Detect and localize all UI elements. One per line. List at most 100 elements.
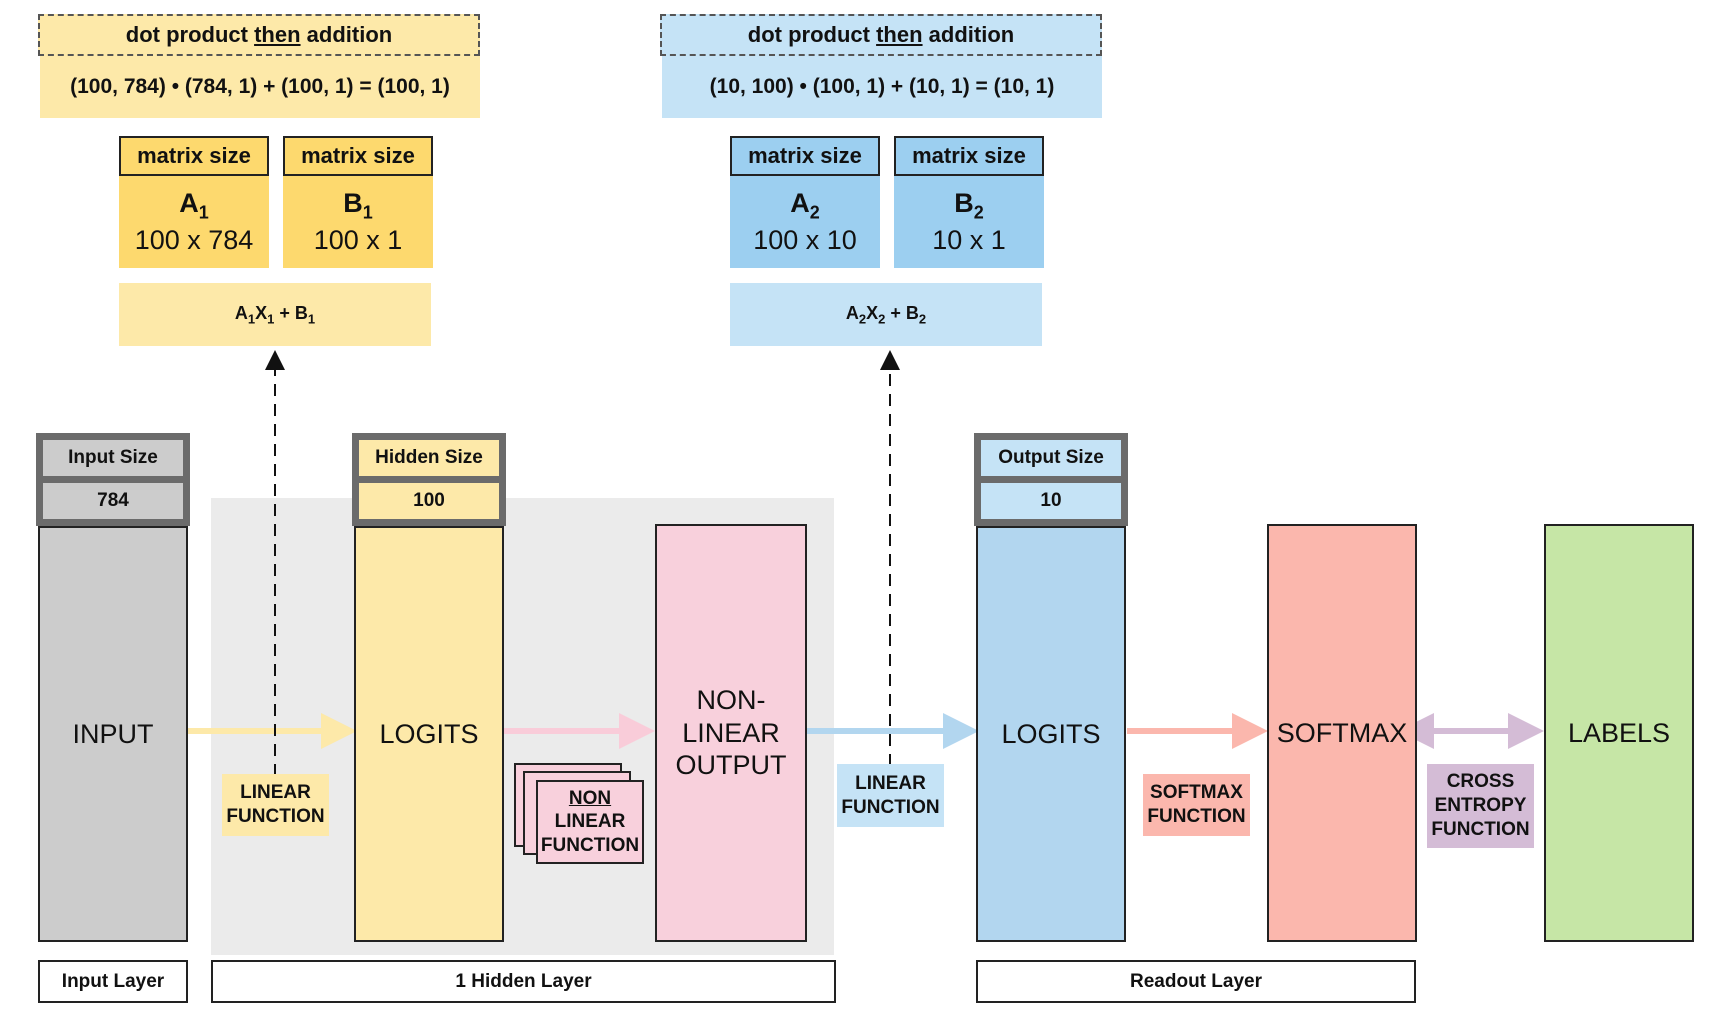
eq-x: X [866, 302, 879, 323]
matrix-size-label-a1: matrix size [119, 136, 269, 176]
matrix-b1: B1 100 x 1 [283, 176, 433, 268]
matrix-a2-sub: 2 [809, 202, 820, 223]
matrix-b1-name: B1 [343, 187, 373, 224]
eq-x: X [255, 302, 268, 323]
labels-column-label: LABELS [1567, 717, 1671, 748]
matrix-a2-name: A2 [790, 187, 820, 224]
linear-equation-1: A1X1 + B1 [119, 283, 431, 346]
cross-entropy-line3: FUNCTION [1431, 818, 1530, 840]
header-pre: dot product [125, 22, 255, 47]
matrix-b2-dims: 10 x 1 [932, 224, 1006, 255]
matrix-b1-sub: 1 [362, 202, 373, 223]
nonlinear-output-column: NON- LINEAR OUTPUT [655, 524, 807, 942]
matrix-size-label-b2: matrix size [894, 136, 1044, 176]
eq-b-sub: 1 [307, 311, 316, 327]
cross-entropy-line1: CROSS [1446, 771, 1515, 793]
hidden-size-value: 100 [352, 476, 506, 526]
header-then: then [876, 22, 923, 47]
input-layer-text: Input Layer [61, 970, 165, 992]
cross-entropy-function-label: CROSS ENTROPY FUNCTION [1427, 764, 1534, 848]
header-text-left: dot product then addition [126, 22, 392, 48]
eq-plus: + B [274, 302, 308, 323]
nonlinear-output-line3: OUTPUT [675, 750, 787, 781]
matrix-b2-sub: 2 [973, 202, 984, 223]
nonlinear-fn-line1: NON [568, 788, 612, 810]
nonlinear-function-card: NON LINEAR FUNCTION [536, 780, 644, 864]
matrix-a1-name: A1 [179, 187, 209, 224]
cross-entropy-line2: ENTROPY [1434, 795, 1527, 817]
formula-right: (10, 100) • (100, 1) + (10, 1) = (10, 1) [662, 56, 1102, 118]
linear1-line2: FUNCTION [226, 806, 325, 827]
matrix-a2-letter: A [790, 187, 810, 218]
linear2-line1: LINEAR [855, 772, 926, 794]
header-text-right: dot product then addition [748, 22, 1014, 48]
eq-x-sub: 2 [878, 311, 886, 327]
hidden-size-number: 100 [413, 490, 445, 511]
matrix-a1: A1 100 x 784 [119, 176, 269, 268]
eq-a: A [234, 302, 248, 323]
input-size-number: 784 [97, 490, 129, 511]
matrix-a2-dims: 100 x 10 [753, 224, 857, 255]
header-post: addition [300, 22, 393, 47]
eq-plus: + B [885, 302, 919, 323]
readout-layer-label: Readout Layer [976, 960, 1416, 1003]
output-size-number: 10 [1040, 490, 1062, 511]
labels-column: LABELS [1544, 524, 1694, 942]
matrix-size-text: matrix size [912, 143, 1026, 168]
softmax-column-label: SOFTMAX [1276, 717, 1408, 748]
formula-right-text: (10, 100) • (100, 1) + (10, 1) = (10, 1) [709, 75, 1055, 98]
readout-layer-text: Readout Layer [1130, 970, 1262, 992]
logits-column-hidden: LOGITS [354, 526, 504, 942]
input-size-title: Input Size [68, 447, 158, 468]
input-column: INPUT [38, 526, 188, 942]
dot-product-header-left: dot product then addition [38, 14, 480, 56]
eq-a: A [845, 302, 859, 323]
softmax-fn-line1: SOFTMAX [1150, 782, 1243, 804]
input-size-value: 784 [36, 476, 190, 526]
matrix-b2-letter: B [954, 187, 974, 218]
header-then: then [254, 22, 301, 47]
nonlinear-fn-line3: FUNCTION [540, 834, 640, 856]
input-layer-label: Input Layer [38, 960, 188, 1003]
eq-a-sub: 2 [858, 311, 867, 327]
matrix-b2: B2 10 x 1 [894, 176, 1044, 268]
output-size-title: Output Size [998, 447, 1104, 468]
matrix-b1-dims: 100 x 1 [313, 224, 403, 255]
input-column-label: INPUT [72, 718, 154, 749]
linear-function-label-2: LINEAR FUNCTION [837, 764, 944, 827]
matrix-b1-letter: B [343, 187, 363, 218]
matrix-a1-letter: A [179, 187, 199, 218]
nonlinear-output-line1: NON- [696, 685, 766, 716]
formula-left-text: (100, 784) • (784, 1) + (100, 1) = (100,… [70, 75, 450, 98]
linear-equation-2-text: A2X2 + B2 [846, 303, 926, 327]
nonlinear-fn-line2: LINEAR [554, 811, 626, 833]
nonlinear-output-line2: LINEAR [682, 717, 780, 748]
hidden-layer-label: 1 Hidden Layer [211, 960, 836, 1003]
hidden-size-header: Hidden Size [352, 433, 506, 483]
logits-hidden-label: LOGITS [379, 718, 479, 749]
eq-x-sub: 1 [267, 311, 275, 327]
output-size-header: Output Size [974, 433, 1128, 483]
linear-equation-1-text: A1X1 + B1 [235, 303, 315, 327]
formula-left: (100, 784) • (784, 1) + (100, 1) = (100,… [40, 56, 480, 118]
hidden-layer-text: 1 Hidden Layer [455, 970, 592, 992]
softmax-column: SOFTMAX [1267, 524, 1417, 942]
softmax-function-label: SOFTMAX FUNCTION [1143, 774, 1250, 836]
matrix-a1-sub: 1 [198, 202, 209, 223]
eq-a-sub: 1 [247, 311, 256, 327]
linear-equation-2: A2X2 + B2 [730, 283, 1042, 346]
linear-function-label-1: LINEAR FUNCTION [222, 774, 329, 836]
linear2-line2: FUNCTION [841, 796, 940, 818]
matrix-size-label-b1: matrix size [283, 136, 433, 176]
matrix-size-text: matrix size [137, 143, 251, 168]
matrix-b2-name: B2 [954, 187, 984, 224]
eq-b-sub: 2 [918, 311, 927, 327]
dot-product-header-right: dot product then addition [660, 14, 1102, 56]
linear1-line1: LINEAR [240, 782, 311, 804]
logits-column-readout: LOGITS [976, 526, 1126, 942]
matrix-a1-dims: 100 x 784 [134, 224, 254, 255]
header-pre: dot product [747, 22, 877, 47]
matrix-size-label-a2: matrix size [730, 136, 880, 176]
softmax-fn-line2: FUNCTION [1147, 806, 1246, 827]
